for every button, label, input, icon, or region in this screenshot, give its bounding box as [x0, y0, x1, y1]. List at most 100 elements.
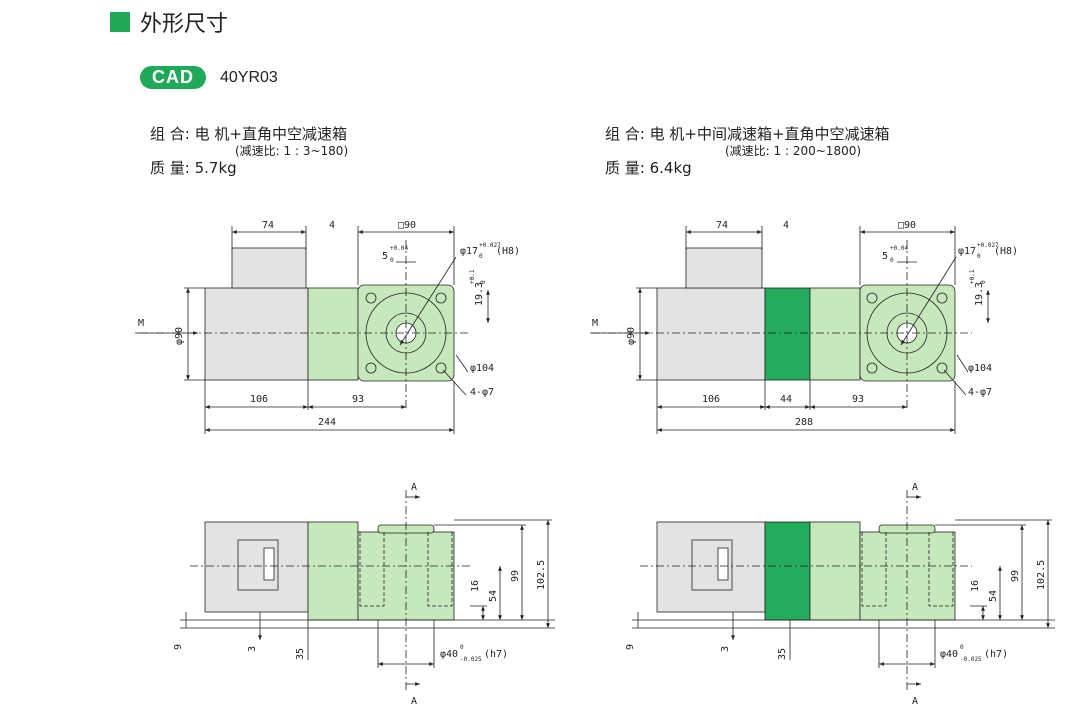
dim-phi90: φ90 — [174, 327, 185, 345]
dim-17-fit: (H8) — [496, 246, 520, 257]
combo-label: 组 合: — [150, 125, 190, 143]
dim-40-fit: (h7) — [984, 649, 1008, 660]
dim-40-fit: (h7) — [484, 649, 508, 660]
dim-19-tol: +0.1 — [969, 269, 976, 284]
gearbox — [307, 521, 359, 621]
dim-102: 102.5 — [1036, 560, 1047, 590]
combo-value: 电 机+中间减速箱+直角中空减速箱 — [649, 125, 890, 143]
mass-label: 质 量: — [605, 159, 645, 177]
dim-5-tol: +0.04 — [390, 245, 408, 252]
dim-19-low: 0 — [480, 280, 487, 284]
dim-17-low: 0 — [479, 253, 483, 260]
dim-93: 93 — [352, 394, 364, 405]
section-a-bottom: A — [411, 696, 417, 706]
dim-total: 244 — [318, 417, 336, 428]
dim-54: 54 — [988, 590, 999, 602]
front-view-left — [180, 490, 555, 690]
dim-phi104: φ104 — [470, 363, 494, 374]
combo-label: 组 合: — [605, 125, 645, 143]
front-labels-right: A A 102.5 99 54 16 9 3 35 φ40 0 -0.025 (… — [625, 482, 1047, 706]
dim-5: 5 — [382, 251, 388, 262]
mass-label: 质 量: — [150, 159, 190, 177]
dim-40: φ40 — [940, 649, 958, 660]
dim-99: 99 — [1010, 570, 1021, 582]
intermediate-gearbox — [764, 287, 811, 381]
section-a-bottom: A — [912, 696, 918, 706]
dim-74: 74 — [716, 220, 728, 231]
dim-17-low: 0 — [977, 253, 981, 260]
dim-54: 54 — [488, 590, 499, 602]
mass-value: 6.4kg — [649, 159, 692, 177]
section-a-top: A — [411, 482, 417, 493]
combo-value: 电 机+直角中空减速箱 — [194, 125, 347, 143]
dim-19: 19.3 — [974, 282, 985, 306]
dim-17: φ17 — [460, 246, 478, 257]
terminal-box — [231, 247, 307, 289]
dim-40: φ40 — [440, 649, 458, 660]
dim-90sq: □90 — [398, 220, 416, 231]
dim-9: 9 — [173, 644, 184, 650]
input-m-label: M — [138, 318, 144, 329]
dim-19-low: 0 — [980, 280, 987, 284]
dim-17-tol: +0.027 — [977, 242, 999, 249]
dim-40-low: -0.025 — [960, 656, 982, 663]
side-view-right — [590, 226, 990, 434]
input-m-label: M — [592, 318, 598, 329]
model-number: 40YR03 — [220, 68, 278, 86]
section-title: 外形尺寸 — [140, 12, 229, 37]
intermediate-gearbox — [764, 521, 811, 621]
spec-left: 组 合: 电 机+直角中空减速箱 (减速比: 1 : 3~180) 质 量: 5… — [150, 124, 348, 178]
dim-17-fit: (H8) — [994, 246, 1018, 257]
mount-hole — [365, 292, 447, 374]
dim-4: 4 — [329, 220, 335, 231]
dim-40-tol: 0 — [960, 644, 964, 651]
dim-holes: 4-φ7 — [968, 387, 992, 398]
gearbox — [307, 287, 359, 381]
dim-35: 35 — [777, 648, 788, 660]
dim-44: 44 — [780, 394, 792, 405]
dim-5-tol: +0.04 — [890, 245, 908, 252]
cad-badge-button[interactable]: CAD — [140, 66, 206, 89]
dim-5: 5 — [882, 251, 888, 262]
dim-19-tol: +0.1 — [469, 269, 476, 284]
dim-9: 9 — [625, 644, 636, 650]
dim-99: 99 — [510, 570, 521, 582]
dim-40-tol: 0 — [460, 644, 464, 651]
dim-total: 288 — [795, 417, 813, 428]
gearhead — [859, 531, 956, 621]
green-square-icon — [110, 12, 130, 32]
mass-value: 5.7kg — [194, 159, 237, 177]
cad-row: CAD 40YR03 — [140, 66, 278, 89]
gearbox — [809, 287, 861, 381]
dim-5-low: 0 — [390, 257, 394, 264]
dim-5-low: 0 — [890, 257, 894, 264]
dim-35: 35 — [295, 648, 306, 660]
dim-4: 4 — [783, 220, 789, 231]
dim-93: 93 — [852, 394, 864, 405]
front-view-right — [632, 490, 1055, 690]
dim-17: φ17 — [958, 246, 976, 257]
motor-body — [204, 287, 309, 381]
section-a-top: A — [912, 482, 918, 493]
mount-hole — [866, 292, 948, 374]
dim-40-low: -0.025 — [460, 656, 482, 663]
dim-phi104: φ104 — [968, 363, 992, 374]
dim-106: 106 — [702, 394, 720, 405]
section-header: 外形尺寸 — [110, 6, 228, 38]
side-view-left — [135, 226, 490, 434]
motor-body — [656, 287, 766, 381]
dim-106: 106 — [250, 394, 268, 405]
dim-90sq: □90 — [898, 220, 916, 231]
ratio-text: (减速比: 1 : 200~1800) — [725, 144, 862, 158]
dim-3: 3 — [720, 646, 731, 652]
dim-phi90: φ90 — [626, 327, 637, 345]
gearbox — [809, 521, 861, 621]
dim-16: 16 — [470, 580, 481, 592]
dim-3: 3 — [247, 646, 258, 652]
ratio-text: (减速比: 1 : 3~180) — [235, 144, 349, 158]
terminal-box — [685, 247, 763, 289]
dim-19: 19.3 — [474, 282, 485, 306]
front-labels-left: A A 102.5 99 54 16 9 3 35 φ40 0 -0.025 (… — [173, 482, 547, 706]
dim-74: 74 — [262, 220, 274, 231]
